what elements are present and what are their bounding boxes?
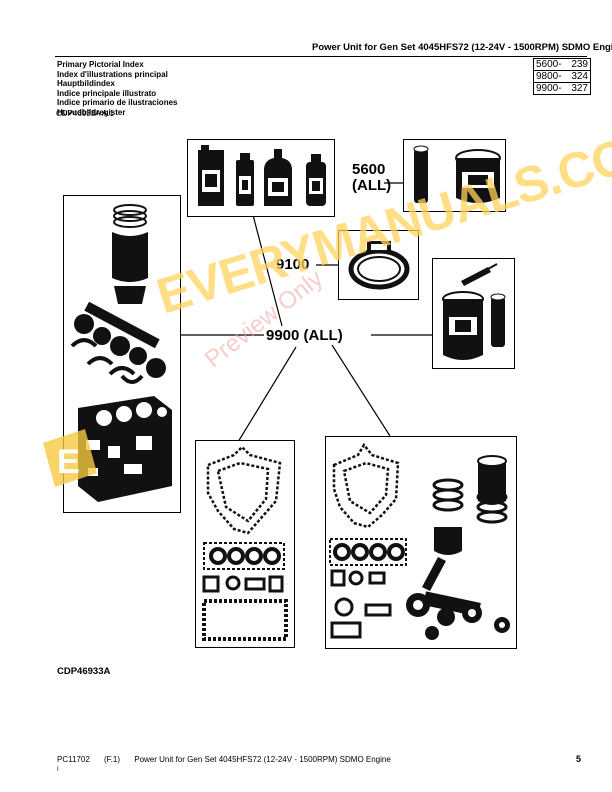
ref-page: 239 xyxy=(571,59,588,70)
filter-kit-box[interactable] xyxy=(432,258,515,369)
figure-code: CDP46933A xyxy=(57,666,111,677)
gasket-set-illustration xyxy=(202,445,288,641)
index-title: Index d'illustrations principal xyxy=(57,69,168,79)
callout-5600-all: (ALL) xyxy=(352,177,392,194)
engine-block-crankshaft-illustration xyxy=(70,204,172,502)
ref-page: 327 xyxy=(571,83,588,94)
hose-clamp-illustration xyxy=(348,241,410,290)
footer-revision: (F.1) xyxy=(104,755,120,764)
ref-row[interactable]: 9800- 324 xyxy=(534,70,590,82)
clamp-box-9100[interactable] xyxy=(338,230,419,300)
ref-page: 324 xyxy=(571,71,588,82)
ref-code: 9900- xyxy=(536,83,562,94)
footer-subcode: I xyxy=(57,767,59,773)
ref-row[interactable]: 9900- 327 xyxy=(534,82,590,94)
footer: PC11702 (F.1) Power Unit for Gen Set 404… xyxy=(57,755,403,764)
oil-containers-illustration xyxy=(198,145,326,206)
page-header-title: Power Unit for Gen Set 4045HFS72 (12-24V… xyxy=(312,42,612,53)
ref-code: 5600- xyxy=(536,59,562,70)
page-reference-table: 5600- 239 9800- 324 9900- 327 xyxy=(533,58,591,95)
footer-doc-number: PC11702 xyxy=(57,755,90,764)
lubricants-box[interactable] xyxy=(187,139,335,217)
ref-row[interactable]: 5600- 239 xyxy=(534,59,590,70)
overhaul-kit-illustration xyxy=(329,442,510,640)
gasket-set-box[interactable] xyxy=(195,440,295,648)
filter-box-5600[interactable] xyxy=(403,139,506,212)
callout-5600-label: 5600 xyxy=(352,161,386,178)
index-title: Primary Pictorial Index xyxy=(57,60,144,69)
callout-9100[interactable]: 9100 xyxy=(276,256,310,273)
footer-title: Power Unit for Gen Set 4045HFS72 (12-24V… xyxy=(134,755,391,764)
illustration-code: CDP46933A A.1 xyxy=(56,109,114,118)
index-title: Indice principale illustrato xyxy=(57,88,157,98)
ref-code: 9800- xyxy=(536,71,562,82)
engine-parts-box[interactable] xyxy=(63,195,181,513)
index-titles: Primary Pictorial Index Index d'illustra… xyxy=(57,60,177,118)
oil-filter-illustration xyxy=(442,263,506,360)
overhaul-kit-box[interactable] xyxy=(325,436,517,649)
callout-9900[interactable]: 9900 (ALL) xyxy=(266,327,343,344)
header-divider xyxy=(55,56,587,57)
watermark-logo-letter: E xyxy=(57,443,80,481)
filter-can-illustration xyxy=(413,145,501,203)
watermark-logo-icon: E xyxy=(43,429,97,487)
callout-5600[interactable]: 5600 (ALL) xyxy=(352,162,391,194)
index-title: Huvudbildregister xyxy=(57,107,126,117)
index-title: Indice primario de ilustraciones xyxy=(57,98,178,108)
page-number: 5 xyxy=(576,754,582,764)
index-title: Hauptbildindex xyxy=(57,79,115,89)
